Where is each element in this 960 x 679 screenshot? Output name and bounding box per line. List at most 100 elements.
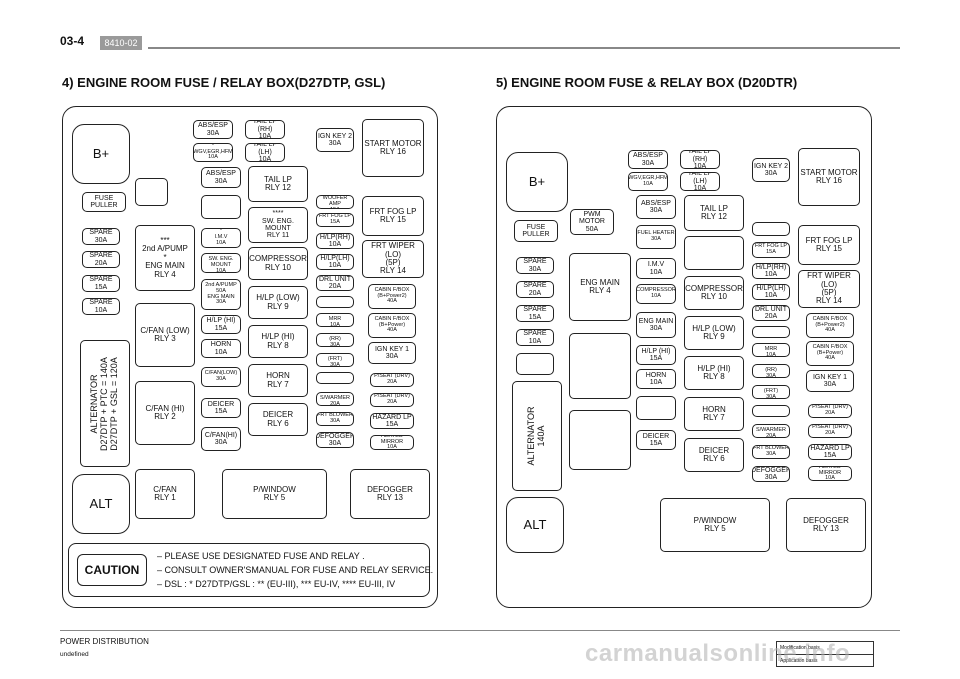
right-fuse: FRT S/WARMER 20A [752, 424, 790, 438]
right-fuse: HEATED MIRROR 10A [808, 466, 852, 481]
caution-line-text: DSL : * D27DTP/GSL : ** (EU-III), *** EU… [164, 579, 396, 589]
left-fuse: FOLDING MRR 10A [316, 313, 354, 327]
left-fuse: * WOOFER AMP 15A [316, 195, 354, 209]
right-relay: P/WINDOW RLY 5 [660, 498, 770, 552]
right-relay: H/LP (HI) RLY 8 [684, 356, 744, 390]
right-empty-slot [752, 326, 790, 338]
right-relay: H/LP (LOW) RLY 9 [684, 316, 744, 350]
section-code-badge: 8410-02 [100, 36, 142, 50]
left-fuse-puller: FUSE PULLER [82, 192, 126, 212]
left-fuse: FRT S/WARMER 20A [316, 392, 354, 406]
left-fuse: P/SEAT (DRV) 20A [370, 393, 414, 407]
left-fuse: 2nd A/PUMP 50A ENG MAIN 30A [201, 279, 241, 310]
title-block-row: Modification basis [777, 642, 873, 655]
left-empty-slot [316, 296, 354, 308]
right-fuse: TAIL LP (LH) 10A [680, 172, 720, 191]
left-relay: *** 2nd A/PUMP * ENG MAIN RLY 4 [135, 225, 195, 291]
left-bplus-terminal: B+ [72, 124, 130, 184]
right-fuse-puller: FUSE PULLER [514, 220, 558, 242]
left-fuse: DRL UNIT 20A [316, 275, 354, 291]
caution-line-text: PLEASE USE DESIGNATED FUSE AND RELAY . [164, 551, 365, 561]
header-rule [148, 47, 900, 49]
left-fuse: FRT FOG LP 15A [316, 213, 354, 227]
right-fuse: IGN KEY 2 30A [752, 158, 790, 182]
right-relay: DEFOGGER RLY 13 [786, 498, 866, 552]
left-spare-fuse: SPARE 30A [82, 228, 120, 245]
left-relay: FRT FOG LP RLY 15 [362, 196, 424, 236]
left-diagram-title: 4) ENGINE ROOM FUSE / RELAY BOX(D27DTP, … [62, 75, 386, 90]
left-relay: C/FAN (LOW) RLY 3 [135, 303, 195, 367]
right-fuse: HORN 10A [636, 369, 676, 389]
left-fuse: ABS/ESP 30A [201, 167, 241, 188]
right-fuse: P/SEAT (DRV) 20A [808, 404, 852, 418]
right-fuse: TAIL LP (RH) 10A [680, 150, 720, 169]
footer-sub: undefined [60, 651, 89, 658]
left-fuse: TAIL LP (RH) 10A [245, 120, 285, 139]
left-fuse: P/WINDOW (RR) 30A [316, 333, 354, 347]
left-spare-fuse: SPARE 20A [82, 251, 120, 268]
left-fuse: IGN KEY 1 30A [368, 342, 416, 364]
right-fuse: ENG MAIN 30A [636, 312, 676, 338]
right-relay [569, 333, 631, 399]
right-relay: START MOTOR RLY 16 [798, 148, 860, 206]
right-fuse: PWM MOTOR 50A [570, 209, 614, 235]
right-relay: HORN RLY 7 [684, 397, 744, 431]
left-relay: **** SW. ENG. MOUNT RLY 11 [248, 207, 308, 243]
left-relay: COMPRESSOR RLY 10 [248, 247, 308, 280]
right-fuse: P/WINDOW (RR) 30A [752, 364, 790, 378]
left-relay: H/LP (LOW) RLY 9 [248, 286, 308, 319]
left-fuse: C/FAN(LOW) 30A [201, 367, 241, 387]
right-spare-fuse: SPARE 15A [516, 305, 554, 322]
right-bplus-terminal: B+ [506, 152, 568, 212]
left-fuse: ABS/ESP 30A [193, 120, 233, 139]
left-fuse: IGN KEY 2 30A [316, 128, 354, 152]
left-fuse: H/LP(LH) 10A [316, 254, 354, 270]
left-alternator-fuse: ALTERNATOR D27DTP + PTC = 140A D27DTP + … [80, 340, 130, 467]
watermark: carmanualsonline.info [585, 640, 851, 667]
right-spare-fuse: SPARE 30A [516, 257, 554, 274]
left-fuse: HAZARD LP 15A [370, 413, 414, 429]
left-fuse: H/LP(RH) 10A [316, 233, 354, 249]
right-fuse: FRT FOG LP 15A [752, 242, 790, 258]
left-alternator-label: ALTERNATOR D27DTP + PTC = 140A D27DTP + … [89, 356, 119, 451]
left-fuse: DEICER 15A [201, 398, 241, 418]
right-fuse: CABIN F/BOX (B+Power) 40A [806, 341, 854, 366]
left-fuse: HEATED MIRROR 10A [370, 435, 414, 450]
right-fuse: DEICER 15A [636, 430, 676, 450]
left-fuse: COMPRESSOR SW. ENG. MOUNT 10A [201, 253, 241, 273]
right-empty-slot [684, 236, 744, 270]
right-fuse: DEFOGGER 30A [752, 466, 790, 482]
left-fuse: P/WINDOW (FRT) 30A [316, 353, 354, 367]
left-empty-slot [201, 195, 241, 219]
right-fuse: I.M.V 10A [636, 258, 676, 279]
right-empty-slot [636, 396, 676, 420]
right-fuse: H/LP (HI) 15A [636, 345, 676, 365]
right-relay: DEICER RLY 6 [684, 438, 744, 472]
left-relay: C/FAN RLY 1 [135, 469, 195, 519]
left-fuse: FRT BLOWER 30A [316, 412, 354, 426]
caution-line-text: CONSULT OWNER'SMANUAL FOR FUSE AND RELAY… [164, 565, 434, 575]
caution-line: – PLEASE USE DESIGNATED FUSE AND RELAY . [157, 551, 365, 561]
right-relay: FRT FOG LP RLY 15 [798, 225, 860, 265]
left-fuse: DEFOGGER 30A [316, 432, 354, 448]
right-fuse: H/LP(LH) 10A [752, 284, 790, 300]
title-block-row: Application basis [780, 658, 818, 664]
right-empty-slot [516, 353, 554, 375]
right-fuse: P/WINDOW (FRT) 30A [752, 385, 790, 399]
left-fuse: HORN 10A [201, 339, 241, 358]
caution-line: – DSL : * D27DTP/GSL : ** (EU-III), *** … [157, 579, 396, 589]
left-relay: P/WINDOW RLY 5 [222, 469, 327, 519]
right-empty-slot [752, 405, 790, 417]
left-fuse: * I.M.V 10A [201, 228, 241, 248]
right-fuse: ABS/ESP 30A [628, 150, 668, 169]
left-fuse: * WGV,EGR,HFM 10A [193, 143, 233, 162]
left-fuse: CABIN F/BOX (B+Power) 40A [368, 313, 416, 338]
right-fuse: DRL UNIT 20A [752, 305, 790, 321]
right-fuse: P/SEAT (DRV) 20A [808, 424, 852, 438]
left-spare-fuse: SPARE 10A [82, 298, 120, 315]
left-relay: DEFOGGER RLY 13 [350, 469, 430, 519]
right-relay: ENG MAIN RLY 4 [569, 253, 631, 321]
footer-rule [60, 630, 900, 631]
left-fuse: CABIN F/BOX (B+Power2) 40A [368, 284, 416, 309]
